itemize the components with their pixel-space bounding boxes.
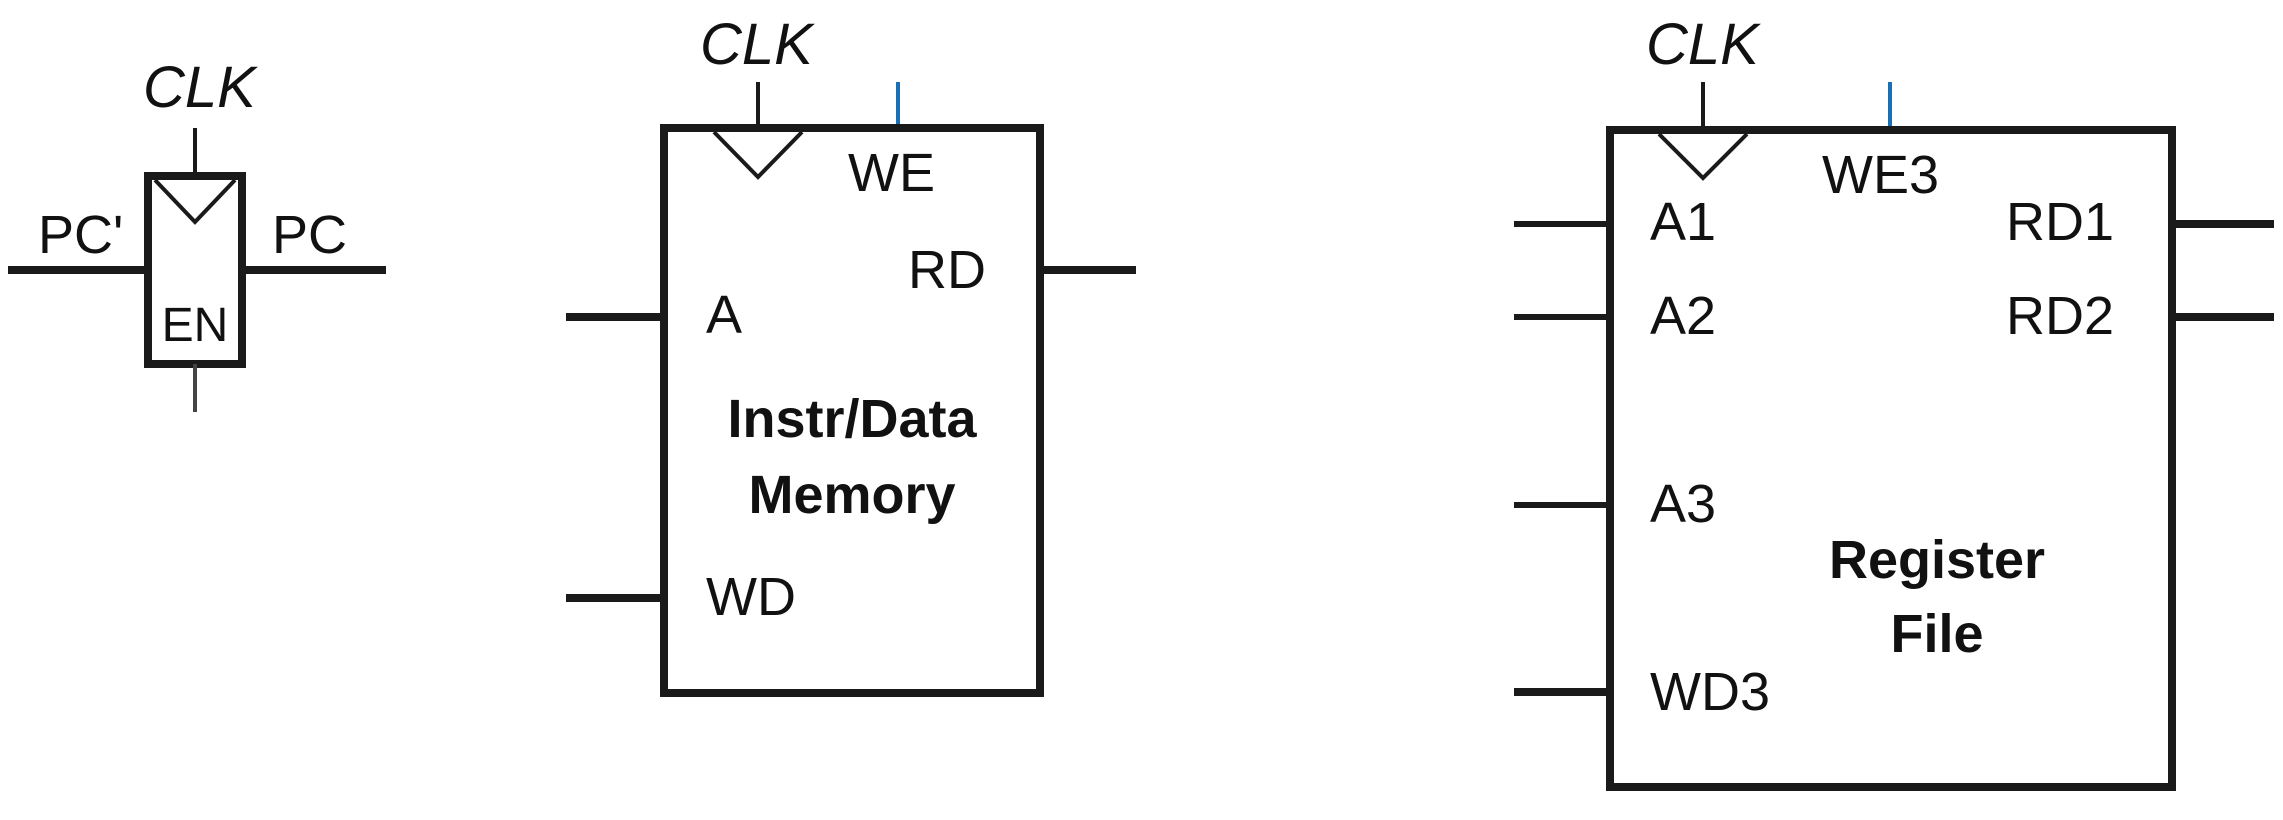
regfile-title-line2: File [1890, 604, 1983, 664]
regfile-wd3-label: WD3 [1650, 662, 1770, 722]
pc-clk-label: CLK [143, 55, 258, 120]
regfile-rd2-label: RD2 [2006, 286, 2114, 346]
regfile-a3-label: A3 [1650, 474, 1716, 534]
regfile-clk-label: CLK [1646, 12, 1761, 77]
regfile-box [1606, 126, 2176, 791]
memory-rd-label: RD [908, 240, 986, 300]
memory-title-line1: Instr/Data [727, 389, 977, 449]
memory-title-line2: Memory [748, 465, 955, 525]
pc-register: CLK PC' PC EN [8, 55, 386, 412]
pc-clock-triangle-icon [153, 178, 237, 225]
memory-a-label: A [706, 285, 742, 345]
instr-data-memory: CLK WE RD A Instr/Data Memory WD [566, 12, 1136, 697]
regfile-rd1-label: RD1 [2006, 192, 2114, 252]
regfile-we-label: WE3 [1822, 145, 1939, 205]
memory-wd-label: WD [706, 567, 796, 627]
memory-clock-triangle-icon [712, 130, 804, 180]
memory-clk-label: CLK [700, 12, 815, 77]
pc-enable-label: EN [162, 299, 229, 352]
register-file: CLK WE3 A1 A2 A3 WD3 RD1 RD2 Register Fi… [1514, 12, 2274, 791]
regfile-title-line1: Register [1829, 530, 2045, 590]
pc-input-label: PC' [38, 205, 123, 265]
regfile-clock-triangle-icon [1657, 132, 1749, 181]
pc-output-label: PC [272, 205, 347, 265]
memory-box [660, 124, 1044, 697]
memory-we-label: WE [848, 143, 935, 203]
regfile-a1-label: A1 [1650, 192, 1716, 252]
regfile-a2-label: A2 [1650, 286, 1716, 346]
